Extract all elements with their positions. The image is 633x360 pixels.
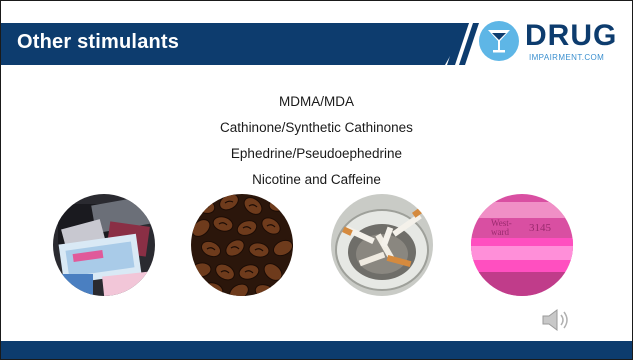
logo-word: DRUG xyxy=(525,19,618,52)
stimulant-list: MDMA/MDA Cathinone/Synthetic Cathinones … xyxy=(1,89,632,193)
capsule-imprint-bottom: ward xyxy=(491,227,509,237)
list-item: Cathinone/Synthetic Cathinones xyxy=(220,120,413,135)
speaker-icon[interactable] xyxy=(541,308,575,332)
footer-bar xyxy=(1,341,632,359)
title-bar: Other stimulants xyxy=(1,23,469,65)
list-item: Nicotine and Caffeine xyxy=(252,172,381,187)
slash-divider-icon xyxy=(447,23,479,65)
capsule-imprint-code: 3145 xyxy=(529,222,552,234)
slide-title: Other stimulants xyxy=(17,31,180,53)
list-item: Ephedrine/Pseudoephedrine xyxy=(230,146,403,161)
photo-coffee-beans xyxy=(191,194,293,296)
list-item: MDMA/MDA xyxy=(279,94,354,109)
drug-impairment-logo: DRUG IMPAIRMENT.COM xyxy=(479,19,629,67)
cocktail-glass-icon xyxy=(479,21,519,61)
photo-cathinone-packets xyxy=(53,194,155,296)
photo-cigarette-ashtray xyxy=(331,194,433,296)
logo-subtitle: IMPAIRMENT.COM xyxy=(529,53,605,62)
photo-pink-capsule: West- ward 3145 xyxy=(471,194,573,296)
capsule-imprint-top: West- xyxy=(491,218,512,228)
